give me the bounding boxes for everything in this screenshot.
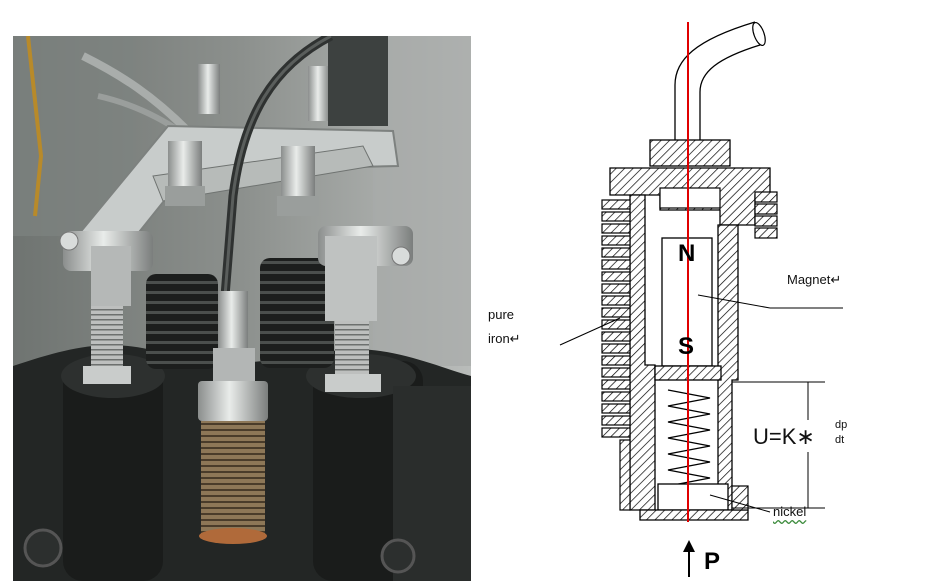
photo-illustration [13, 36, 471, 581]
housing-left [629, 194, 656, 511]
north-pole-label: N [678, 240, 696, 267]
cross-section-drawing [559, 21, 843, 577]
equation-fraction-numerator: dp [835, 419, 848, 431]
south-pole-label: S [678, 333, 695, 360]
magnet-leader [697, 294, 771, 309]
nickel-label: nickel [773, 504, 807, 519]
pure-label: pure [488, 307, 515, 322]
tube-outer [674, 21, 756, 140]
iron-label: iron↵ [488, 331, 521, 346]
tube-inner [699, 44, 761, 140]
magnet-label: Magnet↵ [787, 272, 842, 287]
iron-leader [559, 317, 621, 346]
sensor-cross-section-diagram: N S Magnet↵ pure iron↵ U=K∗ dp dt nickel… [470, 0, 925, 583]
equation-label: U=K∗ [753, 424, 815, 449]
spring [667, 389, 711, 487]
pressure-label: P [704, 548, 721, 575]
nickel-leader [709, 494, 771, 513]
engine-sensor-photo [13, 36, 471, 581]
equation-fraction-denominator: dt [835, 434, 845, 446]
